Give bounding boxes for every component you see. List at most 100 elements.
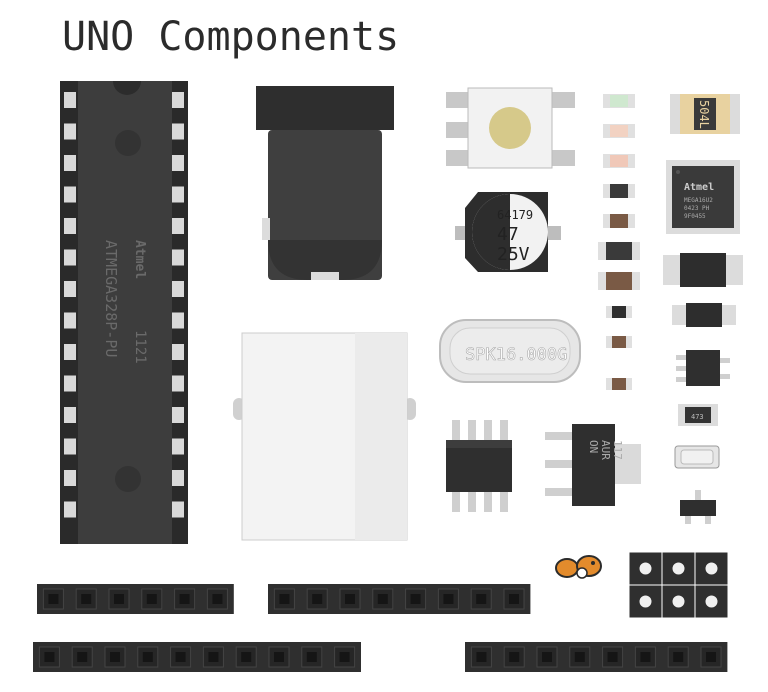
header-8pin-top — [268, 584, 531, 614]
header-hole — [48, 594, 59, 604]
cap-voltage: 25V — [497, 244, 530, 265]
dip-pin-right — [172, 155, 184, 171]
dip-pin-left — [64, 438, 76, 455]
header-hole — [306, 652, 317, 662]
dip-pin-right — [172, 218, 184, 234]
atmega328p-part-label: ATMEGA328P-PU — [102, 240, 120, 357]
dip-pin-left — [64, 186, 76, 203]
header-hole — [114, 594, 124, 604]
header-6pin — [37, 584, 234, 614]
smd-resistor-504l: 504L — [670, 94, 740, 134]
header-hole — [44, 652, 55, 662]
header-hole — [410, 594, 421, 604]
dip-pin-right — [172, 249, 184, 266]
dip-pin-left — [64, 155, 76, 171]
atmel-logo-16u2: Atmel — [684, 182, 714, 193]
smd-led-column — [598, 94, 640, 390]
dip-pin-right — [172, 312, 184, 329]
header-hole — [274, 652, 284, 662]
dip-pin-right — [172, 344, 184, 360]
header-hole — [640, 652, 651, 662]
header-hole — [212, 594, 223, 604]
atmega328p-date-code: 1121 — [132, 330, 148, 364]
dip-pin-left — [64, 344, 76, 360]
regulator-brand: ON — [587, 440, 600, 453]
dip-pin-right — [172, 438, 184, 455]
dip-pin-right — [172, 470, 184, 486]
dc-barrel-jack-icon — [256, 86, 394, 280]
dip-pin-left — [64, 92, 76, 108]
icsp-pin — [705, 562, 718, 575]
header-hole — [142, 652, 153, 662]
electrolytic-capacitor: 64179 47 25V — [455, 192, 561, 272]
usb-b-connector-icon — [233, 332, 416, 541]
cap-code: 64179 — [497, 208, 533, 222]
atmel-logo-328: Atmel — [132, 240, 147, 279]
dip-pin-left — [64, 375, 76, 392]
icsp-pin — [639, 562, 652, 575]
smd-resistor-label: 504L — [697, 100, 711, 129]
dip-pin-left — [64, 249, 76, 266]
crystal-label: SPK16.000G — [465, 345, 567, 365]
dip-pin-right — [172, 123, 184, 140]
header-hole — [279, 594, 290, 604]
dip-pin-left — [64, 123, 76, 140]
dip-pin-left — [64, 407, 76, 423]
regulator-model: 117 — [611, 440, 624, 460]
header-hole — [673, 652, 684, 662]
dip-pin-right — [172, 92, 184, 108]
header-hole — [110, 652, 120, 662]
regulator-code: AUR — [599, 440, 612, 460]
header-hole — [179, 594, 190, 604]
atmega16u2-lot: 9F0455 — [684, 213, 706, 220]
header-hole — [476, 594, 487, 604]
header-hole — [443, 594, 454, 604]
header-hole — [241, 652, 252, 662]
icsp-pin — [672, 562, 685, 575]
icsp-header — [628, 551, 729, 619]
header-hole — [146, 594, 157, 604]
small-resistor-label: 473 — [691, 413, 704, 421]
icsp-pin — [672, 595, 685, 608]
icsp-pin — [705, 595, 718, 608]
page-title: UNO Components — [62, 14, 400, 60]
header-hole — [208, 652, 219, 662]
dip-pin-left — [64, 312, 76, 329]
smd-diode-small — [672, 303, 736, 327]
atmega16u2-part: MEGA16U2 — [684, 197, 713, 204]
atmega16u2-chip: Atmel MEGA16U2 0423 PH 9F0455 — [666, 160, 740, 234]
header-hole — [509, 594, 519, 604]
header-hole — [574, 652, 585, 662]
bear-logo-icon — [555, 555, 602, 579]
cap-capacitance: 47 — [497, 224, 519, 245]
dip-pin-right — [172, 501, 184, 518]
dip-pin-right — [172, 281, 184, 297]
dip-pin-right — [172, 407, 184, 423]
smd-diode-large — [663, 253, 743, 287]
header-hole — [607, 652, 618, 662]
dip-pin-right — [172, 375, 184, 392]
header-hole — [706, 652, 716, 662]
dip-pin-left — [64, 281, 76, 297]
header-hole — [77, 652, 88, 662]
header-hole — [542, 652, 552, 662]
dip-pin-left — [64, 470, 76, 486]
pin-headers — [33, 584, 728, 672]
header-hole — [476, 652, 487, 662]
header-hole — [339, 652, 350, 662]
atmega16u2-date: 0423 PH — [684, 205, 710, 212]
voltage-regulator: ON AUR 117 — [545, 424, 641, 506]
crystal-oscillator: SPK16.000G — [439, 319, 581, 383]
header-8pin-bottom — [465, 642, 728, 672]
small-resistor-473: 473 — [678, 404, 718, 426]
atmega328p-chip: ATMEGA328P-PU Atmel 1121 — [60, 81, 188, 544]
header-hole — [377, 594, 388, 604]
dip-pin-left — [64, 218, 76, 234]
header-hole — [175, 652, 186, 662]
chip-pins — [64, 92, 184, 518]
pushbutton-icon — [446, 87, 575, 169]
smd-crystal-small — [674, 445, 720, 469]
dip-pin-right — [172, 186, 184, 203]
